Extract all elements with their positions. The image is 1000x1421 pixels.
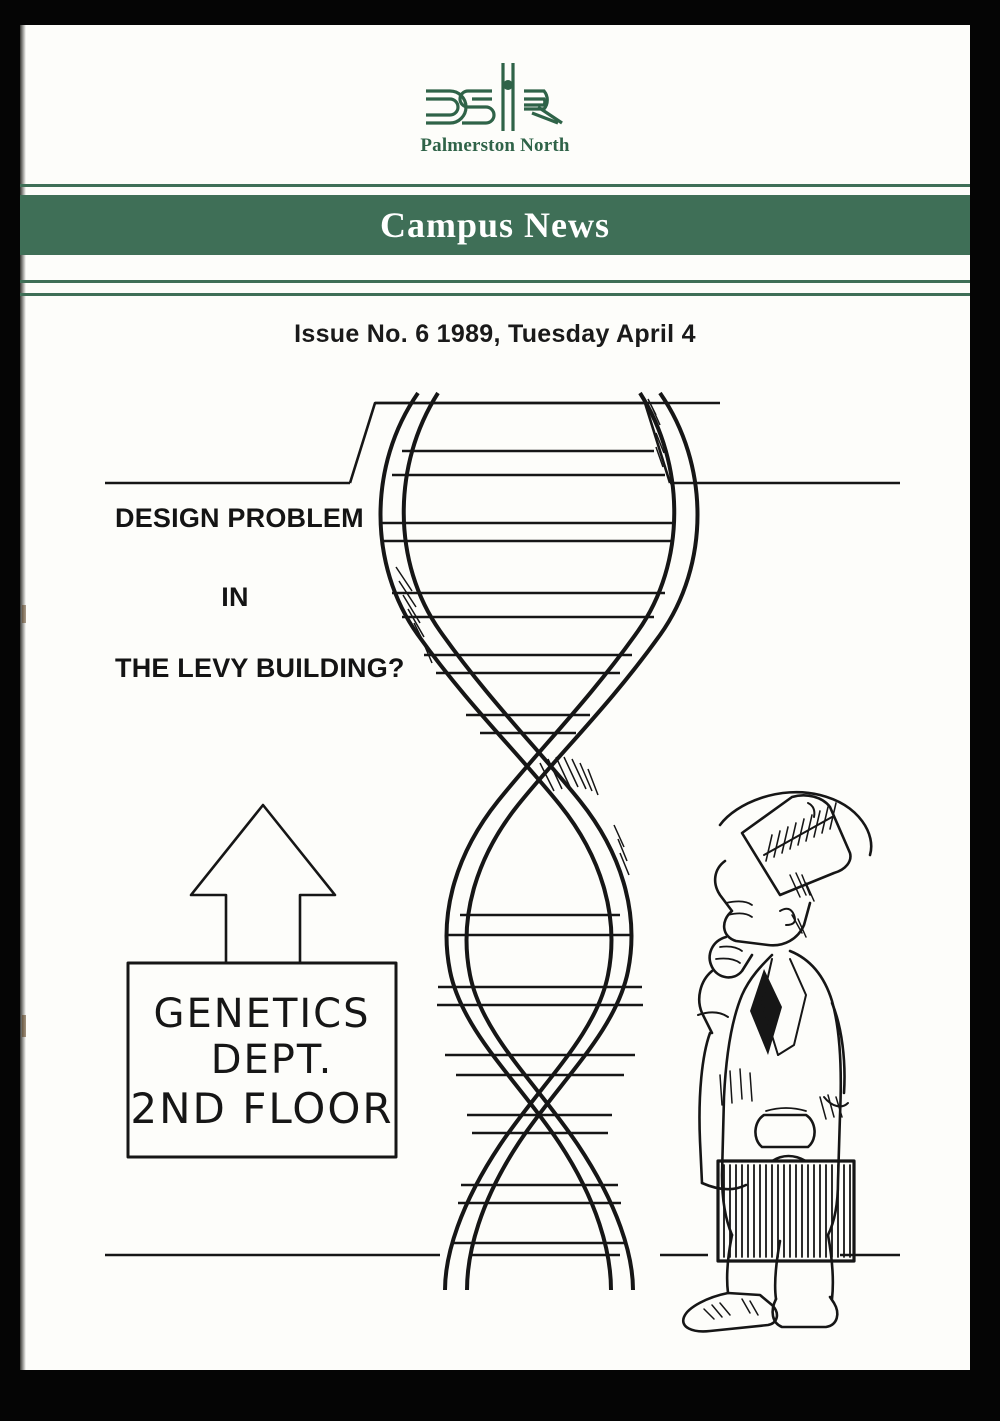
head-profile <box>713 859 815 947</box>
headline-line-1: DESIGN PROBLEM <box>115 503 364 533</box>
sign-lettering: GENETICS DEPT. 2ND FLOOR <box>130 991 393 1133</box>
masthead-banner: Campus News <box>20 195 970 255</box>
cover-illustration: GENETICS DEPT. 2ND FLOOR <box>20 355 970 1355</box>
banner-rule-bottom <box>20 293 970 296</box>
dna-shading <box>395 398 665 876</box>
organisation-name: Palmerston North <box>420 135 570 156</box>
shoes <box>681 1291 839 1333</box>
trousers <box>725 1233 835 1301</box>
sign-line-1: GENETICS <box>153 991 370 1037</box>
masthead: Palmerston North <box>20 25 970 195</box>
issue-line: Issue No. 6 1989, Tuesday April 4 <box>294 320 696 348</box>
dna-rungs-upper <box>382 449 672 675</box>
direction-sign-box <box>126 961 398 1159</box>
magazine-cover-page: Palmerston North Campus News Issue No. 6… <box>20 25 970 1370</box>
binding-edge-shadow <box>20 25 26 1370</box>
dna-rungs-lower <box>437 913 643 1245</box>
coat-shading <box>719 1068 843 1120</box>
face-shading <box>789 872 815 938</box>
dna-rungs-crossover <box>466 713 590 735</box>
cover-headline: DESIGN PROBLEM IN THE LEVY BUILDING? <box>115 505 465 682</box>
up-arrow <box>189 803 337 965</box>
logo-dot <box>503 80 513 90</box>
cover-artwork: GENETICS DEPT. 2ND FLOOR <box>105 391 900 1333</box>
cartoon-man <box>681 790 873 1333</box>
sign-line-3: 2ND FLOOR <box>130 1084 393 1133</box>
briefcase-hatching <box>723 1164 851 1258</box>
sign-line-2: DEPT. <box>211 1037 334 1083</box>
briefcase <box>716 1154 856 1263</box>
headline-line-3: THE LEVY BUILDING? <box>115 653 405 683</box>
dsir-logo <box>426 63 563 131</box>
overcoat <box>698 949 849 1237</box>
shoe-shading <box>703 1298 759 1320</box>
hatband-hatching <box>765 802 837 862</box>
thinking-hand <box>697 935 754 1035</box>
publication-title: Campus News <box>379 205 611 245</box>
ceiling-slab <box>105 401 900 485</box>
logo-block: Palmerston North <box>20 61 970 157</box>
headline-line-2: IN <box>221 582 249 612</box>
dna-double-helix <box>378 391 700 1291</box>
staple-mark-bottom <box>22 1015 26 1037</box>
staple-mark-middle <box>22 605 26 623</box>
banner-rule-middle <box>20 280 970 283</box>
banner-rule-top <box>20 184 970 187</box>
fedora-hat <box>718 790 873 897</box>
